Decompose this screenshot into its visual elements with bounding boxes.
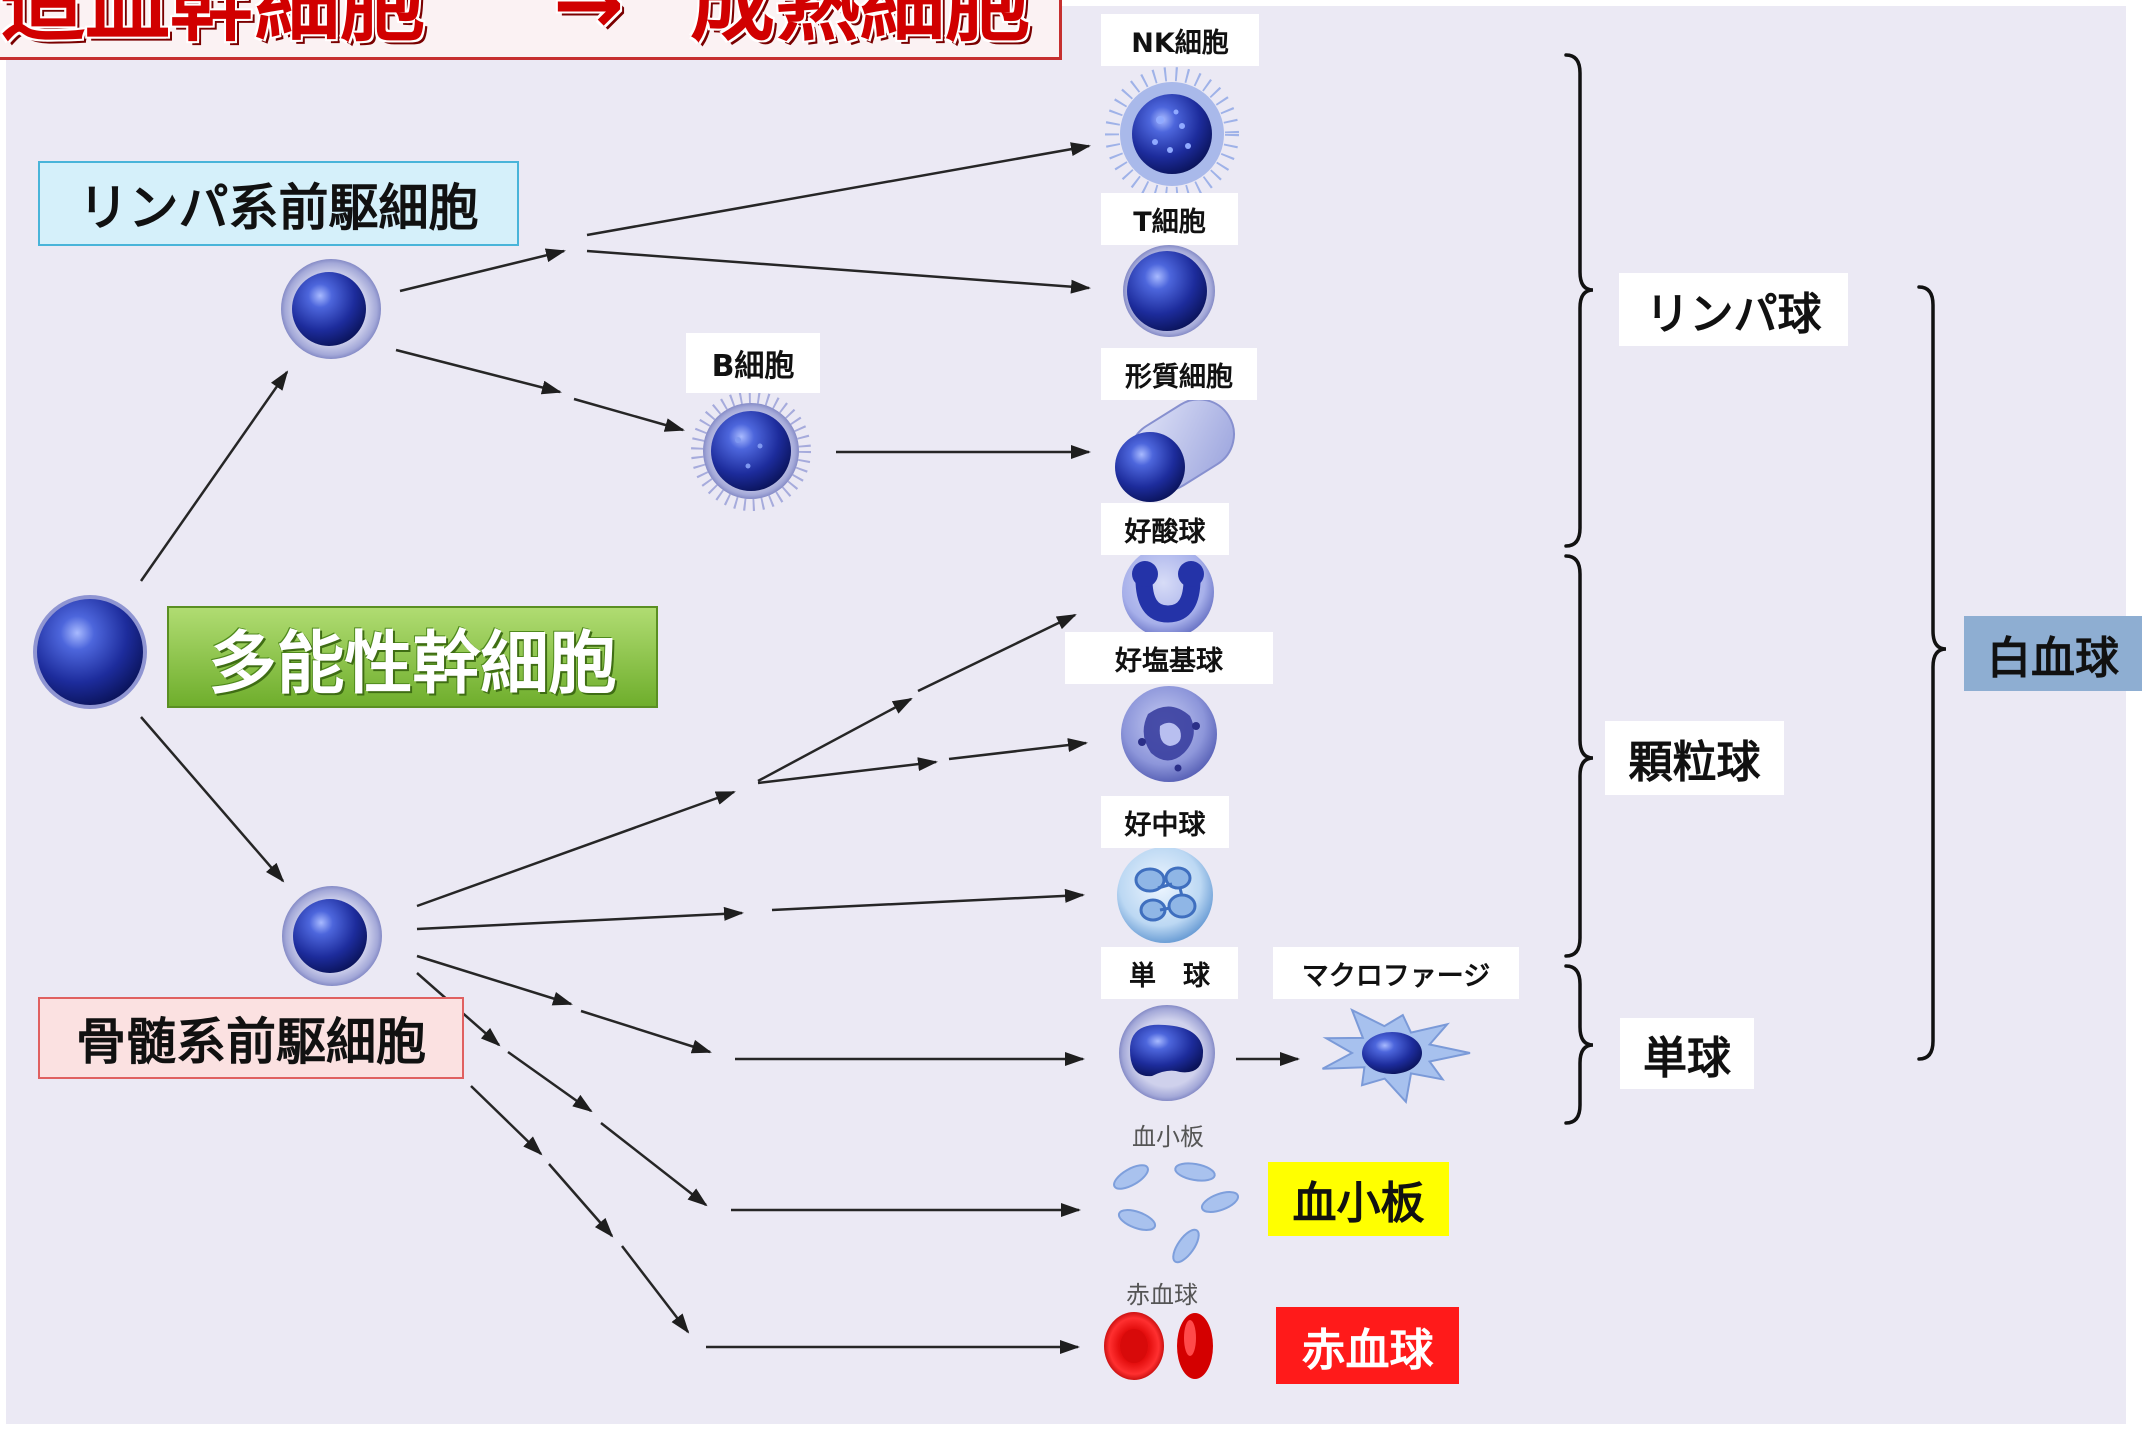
monocyte-label: 単 球 bbox=[1101, 947, 1238, 999]
neutrophil-image bbox=[1117, 847, 1213, 943]
pluripotent-stem-cell-label: 多能性幹細胞 bbox=[167, 606, 658, 708]
title-arrow: → bbox=[553, 0, 625, 54]
myeloid-progenitor-label: 骨髄系前駆細胞 bbox=[38, 997, 464, 1079]
arrow-stem-to-lymphoid bbox=[139, 370, 289, 582]
platelet-caption: 血小板 bbox=[1132, 1122, 1204, 1151]
arrow-to-platelet-3 bbox=[600, 1122, 708, 1207]
monocyte-image bbox=[1119, 1005, 1215, 1101]
myeloid-progenitor-cell-image bbox=[282, 886, 382, 986]
arrow-to-monocyte-1 bbox=[416, 954, 573, 1006]
erythrocytes-image bbox=[1104, 1312, 1213, 1380]
arrow-lymphoid-branch bbox=[399, 248, 566, 293]
arrow-to-t-cell bbox=[586, 249, 1091, 294]
brace-leukocyte bbox=[1917, 285, 1947, 1061]
plasma-cell-image bbox=[1115, 398, 1235, 502]
arrow-stem-to-myeloid bbox=[140, 716, 285, 883]
arrow-to-basophil-2 bbox=[948, 738, 1088, 761]
eosinophil-label: 好酸球 bbox=[1101, 503, 1229, 555]
erythrocyte-caption: 赤血球 bbox=[1126, 1280, 1198, 1309]
arrow-to-erythrocyte-3 bbox=[621, 1245, 690, 1334]
arrow-to-platelet-2 bbox=[507, 1050, 593, 1113]
title-source: 造血幹細胞 bbox=[0, 0, 426, 54]
platelet-group-label: 血小板 bbox=[1268, 1162, 1449, 1236]
granulocyte-group-label: 顆粒球 bbox=[1605, 721, 1784, 795]
platelets-image bbox=[1113, 1162, 1240, 1264]
arrow-to-nk-cell bbox=[586, 142, 1091, 237]
b-cell-image bbox=[691, 391, 811, 511]
lymphocyte-group-label: リンパ球 bbox=[1619, 273, 1848, 346]
arrow-to-eosinophil-1 bbox=[757, 697, 913, 783]
plasma-cell-label: 形質細胞 bbox=[1101, 348, 1257, 400]
t-cell-label: T細胞 bbox=[1101, 193, 1238, 245]
neutrophil-label: 好中球 bbox=[1101, 796, 1229, 848]
arrow-to-neutrophil-2 bbox=[771, 888, 1085, 912]
braces bbox=[1564, 53, 1947, 1125]
basophil-label: 好塩基球 bbox=[1065, 632, 1273, 684]
nk-cell-label: NK細胞 bbox=[1101, 14, 1259, 66]
arrow-myeloid-to-granulocyte bbox=[416, 790, 736, 908]
arrow-to-monocyte-2 bbox=[580, 1009, 712, 1054]
arrow-to-erythrocyte-2 bbox=[548, 1163, 614, 1238]
brace-monocyte bbox=[1564, 964, 1594, 1125]
erythrocyte-group-label: 赤血球 bbox=[1276, 1307, 1459, 1384]
b-cell-label: B細胞 bbox=[686, 333, 820, 393]
basophil-image bbox=[1121, 686, 1217, 782]
arrow-to-eosinophil-2 bbox=[917, 613, 1077, 693]
arrow-lymphoid-to-b-1 bbox=[395, 348, 562, 395]
leukocyte-group-label: 白血球 bbox=[1964, 616, 2142, 691]
t-cell-image bbox=[1123, 245, 1215, 337]
arrow-to-basophil-1 bbox=[757, 757, 938, 785]
lymphoid-progenitor-cell-image bbox=[281, 259, 381, 359]
arrow-to-neutrophil-1 bbox=[416, 906, 744, 931]
brace-lymphocyte bbox=[1564, 53, 1594, 548]
eosinophil-image bbox=[1122, 546, 1214, 638]
macrophage-label: マクロファージ bbox=[1273, 947, 1519, 999]
lymphoid-progenitor-label: リンパ系前駆細胞 bbox=[38, 161, 519, 246]
arrows bbox=[139, 142, 1300, 1354]
arrow-to-erythrocyte-1 bbox=[470, 1085, 543, 1156]
monocyte-group-label: 単球 bbox=[1620, 1018, 1754, 1089]
nk-cell-image bbox=[1105, 67, 1239, 201]
brace-granulocyte bbox=[1564, 554, 1594, 958]
title-target: 成熟細胞 bbox=[690, 0, 1031, 54]
macrophage-image bbox=[1322, 1007, 1471, 1104]
arrow-lymphoid-to-b-2 bbox=[573, 397, 685, 432]
title-box bbox=[0, 0, 1062, 60]
pluripotent-stem-cell-image bbox=[33, 595, 147, 709]
